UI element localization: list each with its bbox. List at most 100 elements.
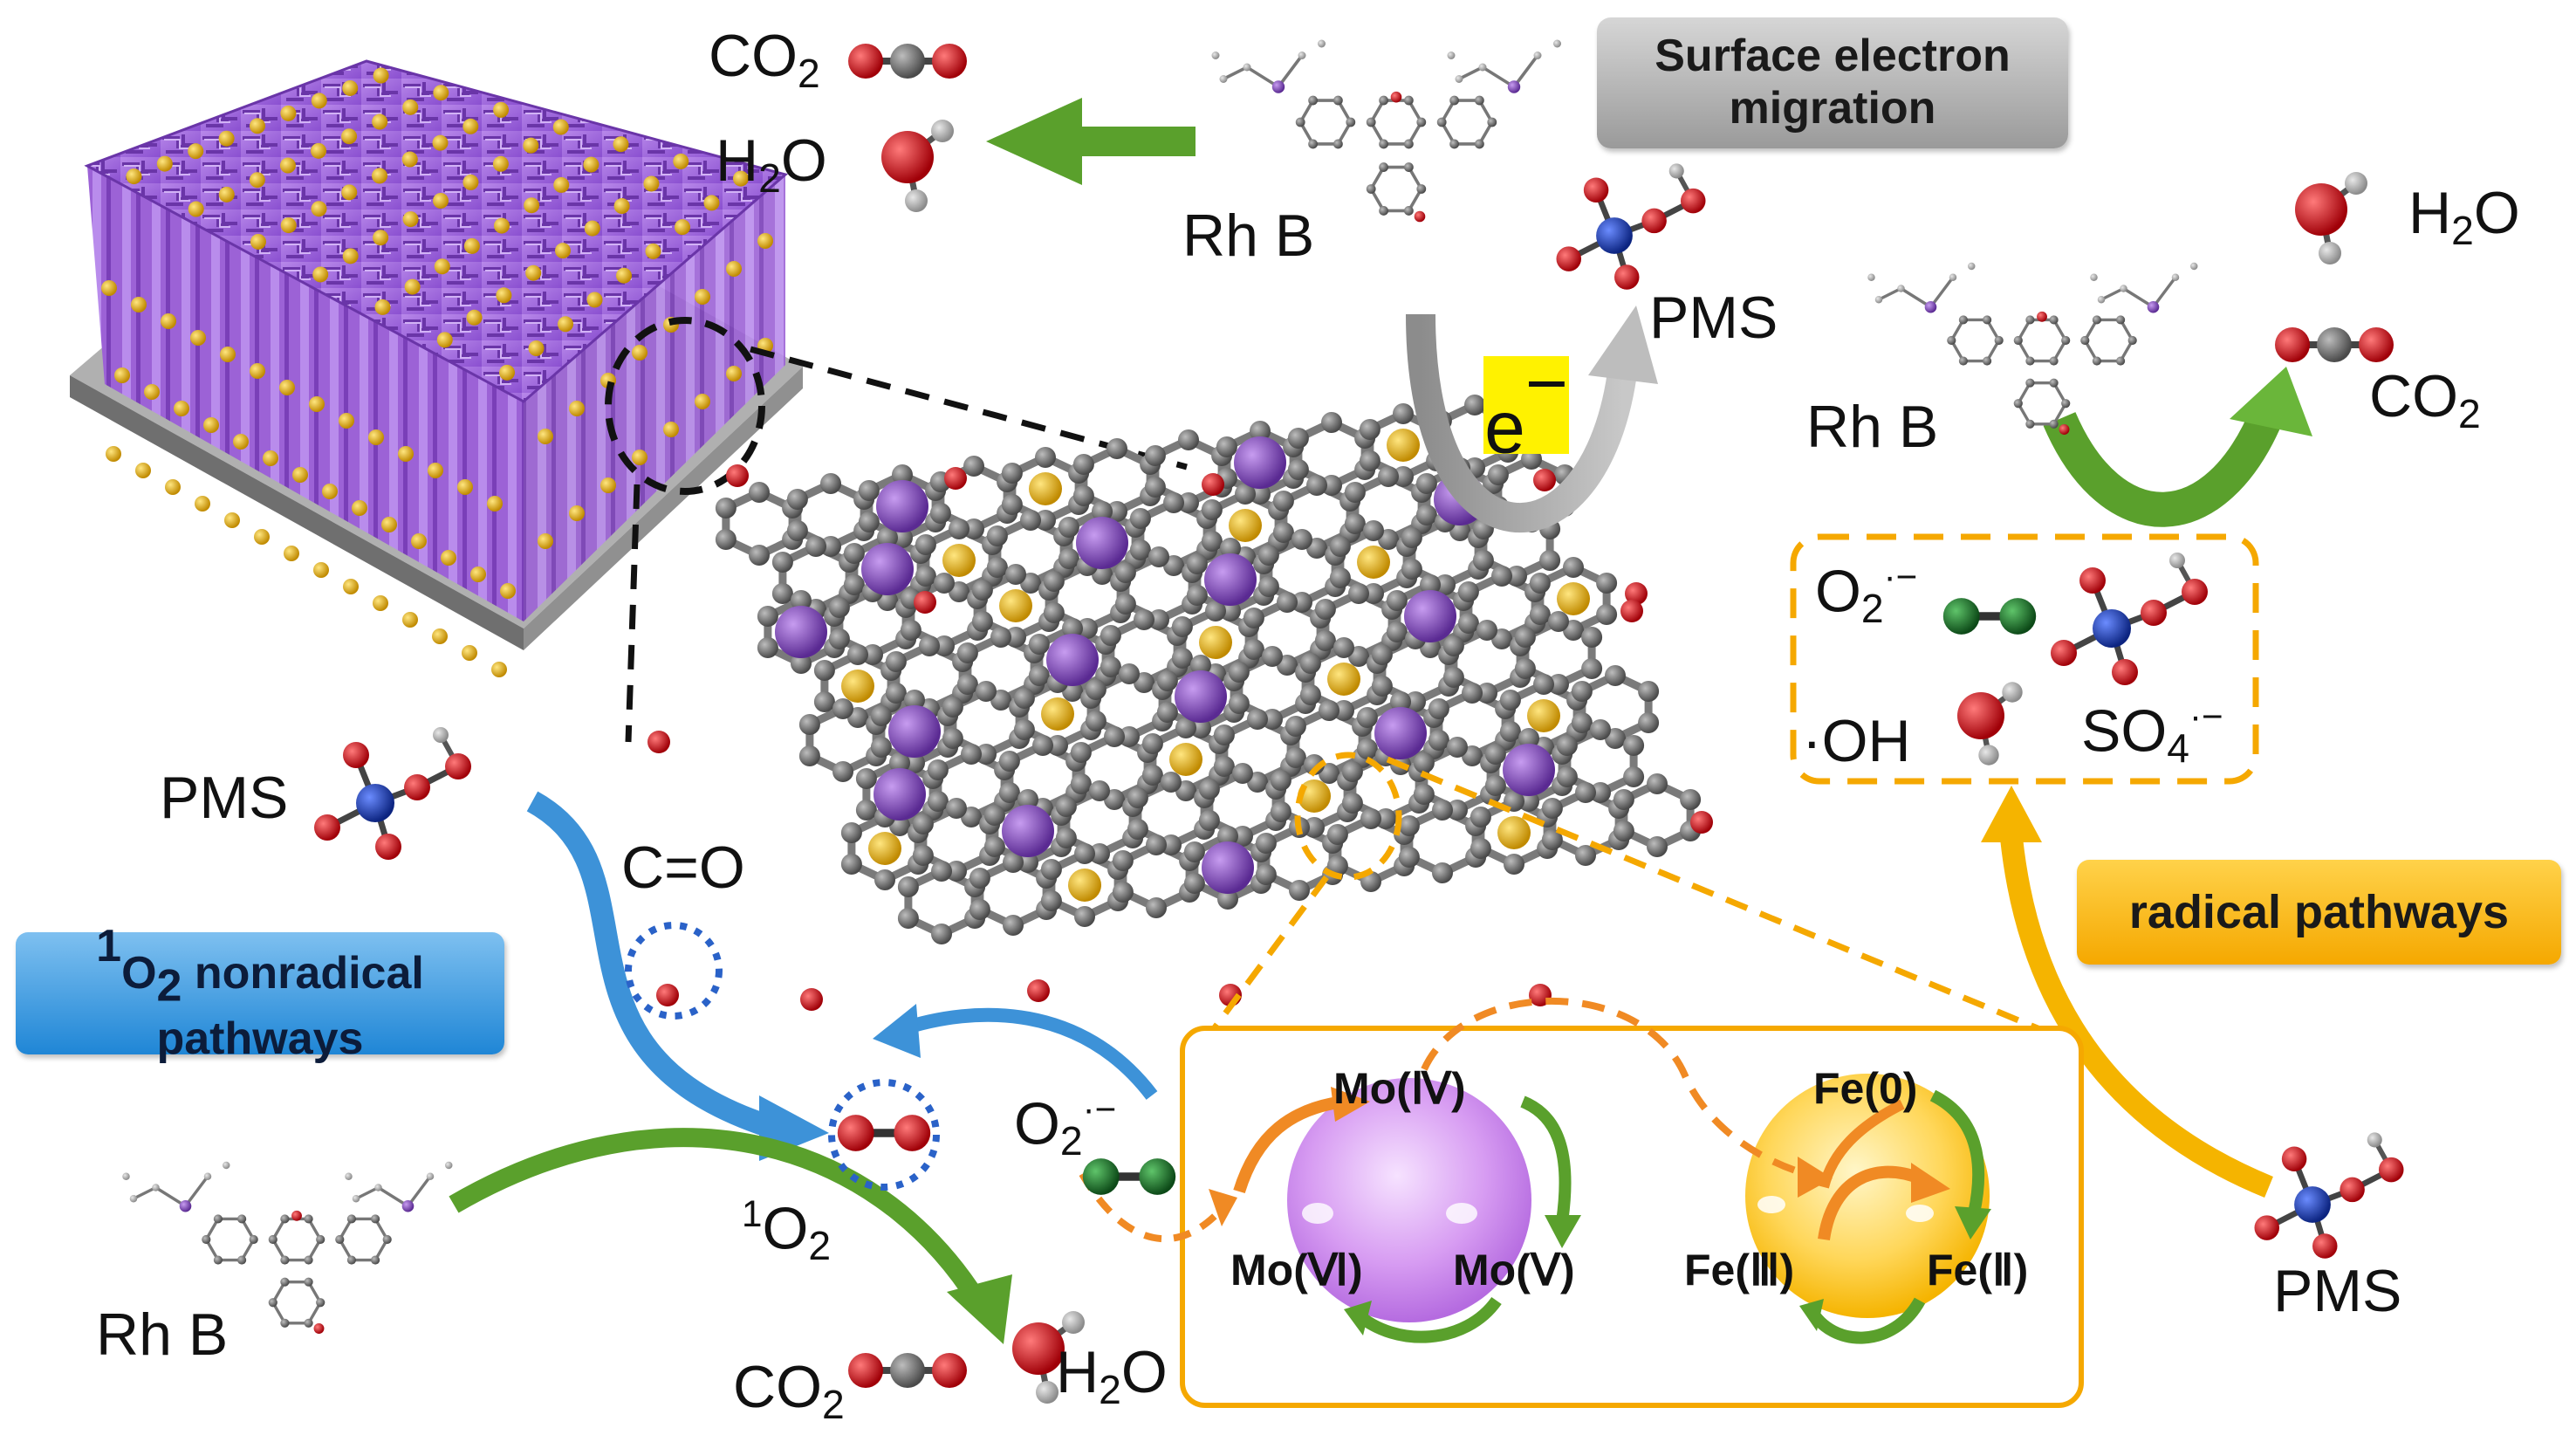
carbon-atom [1255, 864, 1277, 885]
carbon-atom [1072, 454, 1094, 475]
carbon-atom [1499, 721, 1521, 742]
carbon-atom [847, 644, 868, 665]
gold-dot-top [341, 184, 358, 201]
carbon-atom [1306, 475, 1327, 496]
carbon-atom [1319, 700, 1339, 721]
carbon-atom [870, 705, 892, 726]
carbon-atom [1235, 484, 1256, 505]
fe-atom [999, 589, 1032, 622]
carbon-atom [1401, 559, 1422, 580]
carbon-atom [1575, 845, 1596, 866]
carbon-atom [1623, 735, 1645, 756]
mo-vi-label: Mo(Ⅵ) [1230, 1246, 1363, 1294]
gold-dot-top [463, 237, 480, 254]
carbon-atom [1119, 663, 1140, 684]
carbon-atom [1070, 773, 1092, 794]
gold-dot-side [726, 366, 742, 381]
carbon-atom [1129, 508, 1151, 529]
carbon-atom [1058, 517, 1079, 538]
carbon-atom [1178, 492, 1199, 513]
mo-sphere [1287, 1078, 1531, 1322]
carbon-atom [1386, 621, 1408, 642]
carbon-atom [892, 464, 913, 485]
carbon-atom [1287, 428, 1309, 449]
co2-molecule-right [2275, 327, 2394, 362]
pms-top-label: PMS [1649, 285, 1778, 351]
carbon-atom [798, 745, 820, 766]
nonradical-pathways-label: 1O2 nonradical pathways [16, 921, 504, 1064]
rhb-top-label: Rh B [1182, 203, 1315, 269]
carbon-atom [858, 512, 880, 532]
carbon-atom [1359, 450, 1380, 471]
carbon-atom [1539, 550, 1561, 571]
gold-dot-front [165, 479, 181, 495]
nonradical-line2: pathways [156, 1013, 364, 1064]
mo-atom [874, 768, 926, 821]
gold-dot-top [616, 267, 632, 284]
carbon-atom [1390, 691, 1411, 712]
carbon-atom [927, 791, 949, 812]
gold-dot-front [411, 533, 427, 549]
gold-dot-front [203, 417, 219, 433]
carbon-atom [820, 536, 841, 557]
carbon-atom [1623, 766, 1645, 787]
carbon-atom [1114, 562, 1136, 583]
carbon-atom [1077, 618, 1098, 639]
carbon-atom [983, 805, 1005, 826]
gold-dot-top [583, 156, 599, 173]
carbon-atom [1114, 594, 1136, 615]
gold-dot-top [462, 174, 479, 190]
carbon-atom [1250, 484, 1271, 505]
gold-dot-front [190, 330, 206, 346]
fe-atom [841, 670, 874, 703]
h2o-bottom-label: H2O [1056, 1339, 1168, 1412]
gold-dot-top [188, 201, 204, 217]
carbon-atom [1341, 793, 1363, 814]
carbon-atom [1001, 494, 1023, 515]
gold-dot-top [433, 85, 449, 101]
carbon-atom [1247, 709, 1268, 730]
carbon-atom [1156, 670, 1178, 691]
gold-nanoparticles [101, 67, 773, 677]
carbon-atom [1484, 775, 1506, 796]
gold-dot-top [432, 134, 449, 151]
carbon-atom [1183, 841, 1205, 862]
carbon-atom [757, 637, 778, 658]
carbon-atom [1285, 716, 1306, 737]
carbon-atom [1363, 583, 1384, 604]
carbon-atom [1596, 604, 1618, 625]
carbon-atom [1405, 691, 1426, 712]
gold-dot-front [233, 434, 249, 450]
radical-pathways-label: radical pathways [2077, 860, 2561, 965]
carbon-atom [1344, 482, 1366, 503]
carbon-atom [1548, 674, 1569, 695]
fe-atom [1029, 472, 1062, 505]
carbon-atom [1393, 466, 1414, 487]
gold-dot-front [279, 380, 295, 395]
carbon-atom [1533, 674, 1554, 695]
carbon-atom [1055, 796, 1077, 817]
carbon-atom [1647, 836, 1668, 857]
mo-atom [1002, 805, 1054, 857]
carbon-atom [1529, 604, 1551, 625]
carbon-atom [931, 861, 952, 882]
carbon-atom [1356, 707, 1378, 728]
carbon-atom [931, 924, 952, 944]
gold-dot-top [372, 168, 387, 184]
carbon-atom [1141, 765, 1163, 786]
gold-dot-front [309, 396, 325, 412]
carbon-atom [855, 768, 877, 789]
carbon-atom [1043, 571, 1065, 592]
mo-atom [876, 480, 928, 532]
carbon-atom [1529, 573, 1551, 594]
carbon-atom [1371, 644, 1393, 665]
carbon-atom [1272, 522, 1294, 543]
carbon-atom [1020, 510, 1041, 531]
sulfate-molecule-box [2051, 553, 2208, 685]
gold-dot-top [494, 217, 510, 234]
sulfate-radical-label: SO4·− [2081, 696, 2223, 772]
carbon-atom [1321, 475, 1342, 496]
hydroxyl-radical-label: ·OH [1802, 708, 1911, 774]
carbon-atom [897, 876, 919, 897]
radical-text: radical pathways [2128, 886, 2510, 938]
